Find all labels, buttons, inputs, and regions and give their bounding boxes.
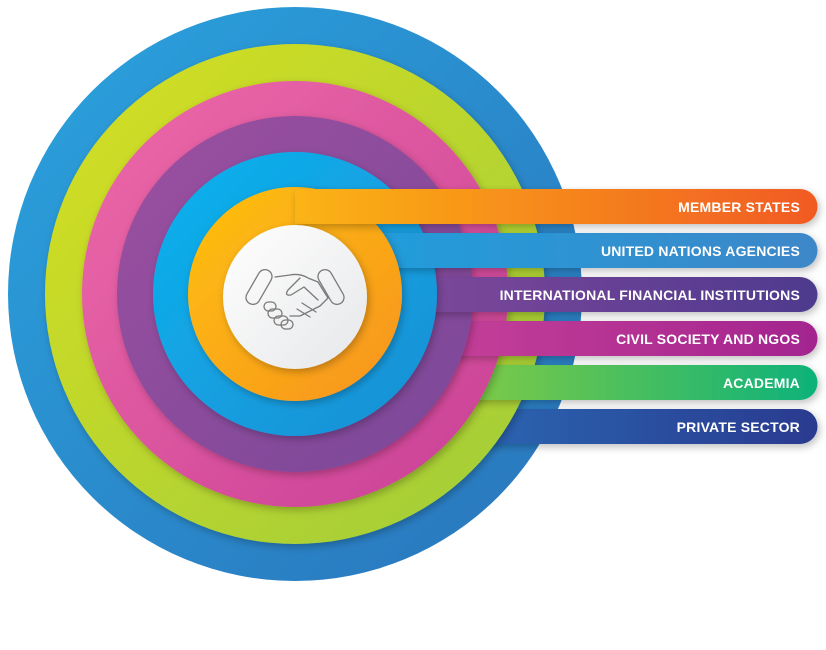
handshake-icon bbox=[245, 268, 345, 330]
bar-un-agencies: UNITED NATIONS AGENCIES bbox=[295, 233, 818, 268]
label-private-sector: PRIVATE SECTOR bbox=[677, 419, 800, 435]
label-civil-society: CIVIL SOCIETY AND NGOS bbox=[616, 331, 800, 347]
bar-member-states: MEMBER STATES bbox=[295, 189, 818, 224]
label-academia: ACADEMIA bbox=[723, 375, 800, 391]
label-un-agencies: UNITED NATIONS AGENCIES bbox=[601, 243, 800, 259]
label-financial-institutions: INTERNATIONAL FINANCIAL INSTITUTIONS bbox=[500, 287, 800, 303]
center-disc bbox=[223, 225, 367, 369]
label-member-states: MEMBER STATES bbox=[678, 199, 800, 215]
